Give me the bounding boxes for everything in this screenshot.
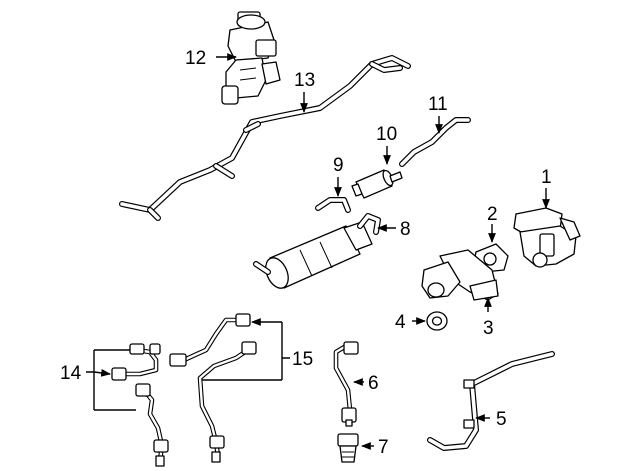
callout-labels: 12 13 11 10 9 8 1 2 3 4 6 7 5 14 15 xyxy=(60,48,552,458)
callout-10: 10 xyxy=(376,124,397,145)
part-11-tube xyxy=(399,117,471,167)
callout-1: 1 xyxy=(541,167,552,188)
part-7-fitting xyxy=(337,433,359,463)
callout-13: 13 xyxy=(294,70,315,91)
part-12-valve xyxy=(221,11,281,105)
callout-2: 2 xyxy=(487,204,498,225)
callout-6: 6 xyxy=(368,373,379,394)
part-8-canister xyxy=(253,213,381,289)
part-5-sensor xyxy=(427,351,555,451)
callout-8: 8 xyxy=(400,219,411,240)
part-15-sensors xyxy=(169,313,257,463)
callout-15: 15 xyxy=(292,349,313,370)
part-14-sensors xyxy=(111,343,169,467)
callout-14: 14 xyxy=(60,363,82,384)
callout-12: 12 xyxy=(185,48,206,69)
callout-4: 4 xyxy=(395,312,406,333)
leader-lines xyxy=(86,53,550,450)
part-9-hose xyxy=(315,197,351,213)
part-3-valve xyxy=(421,249,499,301)
part-13-tube xyxy=(119,55,411,221)
callout-5: 5 xyxy=(496,409,507,430)
part-6-sensor xyxy=(333,341,359,427)
part-1-solenoid xyxy=(513,207,581,268)
callout-3: 3 xyxy=(483,318,494,339)
callout-9: 9 xyxy=(333,155,344,176)
callout-11: 11 xyxy=(428,94,448,115)
part-10-filter xyxy=(351,169,403,199)
part-4-oring xyxy=(426,311,448,331)
callout-7: 7 xyxy=(378,437,389,458)
